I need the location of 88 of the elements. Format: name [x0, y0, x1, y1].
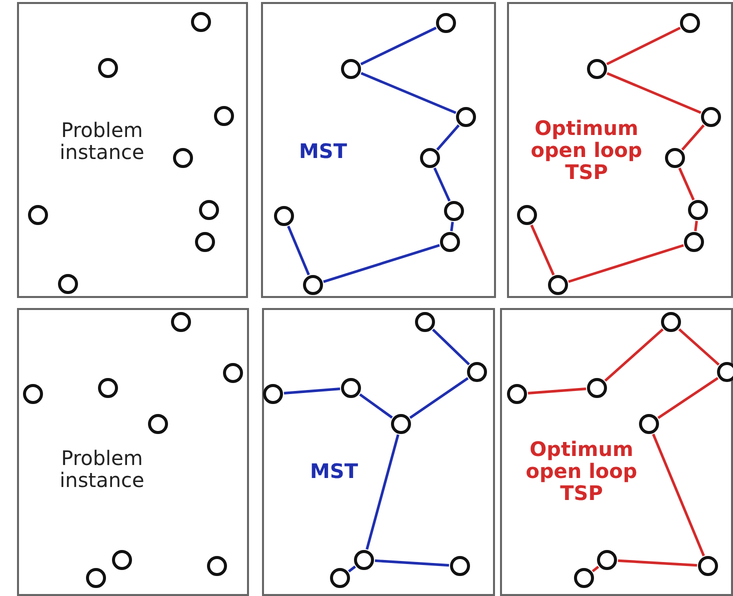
panel	[17, 2, 248, 298]
panel-label: MST	[309, 460, 359, 482]
tour-edge	[678, 168, 695, 200]
panel	[261, 2, 496, 298]
point-circle	[195, 232, 215, 252]
point-circle	[467, 362, 487, 382]
tour-edge	[433, 167, 451, 202]
point-circle	[597, 550, 617, 570]
tour-edge	[657, 377, 719, 419]
tour-edge	[592, 566, 600, 572]
point-circle	[28, 205, 48, 225]
panel-label: Optimum open loop TSP	[524, 438, 638, 504]
panel-label: Problem instance	[58, 447, 146, 491]
tour-edge	[374, 559, 450, 567]
tour-edge	[348, 566, 356, 572]
point-circle	[98, 58, 118, 78]
point-circle	[639, 414, 659, 434]
tour-edge	[284, 388, 340, 394]
panel-label: Optimum open loop TSP	[530, 117, 644, 183]
panel	[262, 308, 495, 596]
panel	[507, 2, 733, 298]
tour-edge	[604, 328, 664, 382]
point-circle	[684, 232, 704, 252]
tour-edge	[652, 434, 705, 556]
point-circle	[680, 13, 700, 33]
point-circle	[191, 12, 211, 32]
point-circle	[517, 205, 537, 225]
tour-edge	[409, 377, 469, 419]
point-circle	[98, 378, 118, 398]
point-circle	[450, 556, 470, 576]
point-circle	[341, 378, 361, 398]
point-circle	[173, 148, 193, 168]
point-circle	[548, 275, 568, 295]
point-circle	[440, 232, 460, 252]
point-circle	[436, 13, 456, 33]
point-circle	[444, 201, 464, 221]
point-circle	[701, 107, 721, 127]
tour-edge	[528, 388, 586, 394]
tour-edge	[360, 26, 437, 66]
panel-label: MST	[298, 140, 348, 162]
tour-edge	[436, 124, 460, 151]
tour-edge	[606, 26, 681, 66]
point-circle	[688, 200, 708, 220]
point-circle	[665, 148, 685, 168]
tour-edge	[530, 224, 555, 276]
tour-edge	[618, 559, 698, 567]
point-circle	[171, 312, 191, 332]
point-circle	[415, 312, 435, 332]
point-circle	[274, 206, 294, 226]
tour-edge	[359, 393, 393, 419]
tour-edge	[678, 328, 720, 366]
point-circle	[148, 414, 168, 434]
tour-edge	[366, 434, 400, 550]
tour-edge	[568, 244, 684, 283]
point-circle	[391, 414, 411, 434]
point-circle	[574, 568, 594, 588]
point-circle	[661, 312, 681, 332]
point-circle	[587, 59, 607, 79]
point-circle	[263, 384, 283, 404]
panel	[17, 308, 249, 596]
point-circle	[86, 568, 106, 588]
point-circle	[330, 568, 350, 588]
point-circle	[507, 384, 527, 404]
point-circle	[420, 148, 440, 168]
point-circle	[214, 106, 234, 126]
point-circle	[717, 362, 733, 382]
panel	[500, 308, 733, 596]
point-circle	[23, 384, 43, 404]
point-circle	[698, 556, 718, 576]
point-circle	[341, 59, 361, 79]
tour-edge	[323, 244, 440, 283]
point-circle	[58, 274, 78, 294]
tour-edge	[681, 124, 705, 151]
point-circle	[207, 556, 227, 576]
tour-edge	[432, 328, 470, 366]
point-circle	[456, 107, 476, 127]
tour-edge	[606, 72, 702, 114]
point-circle	[303, 275, 323, 295]
tour-edge	[694, 220, 698, 232]
tour-edge	[360, 72, 456, 114]
tour-edge	[287, 226, 310, 276]
point-circle	[587, 378, 607, 398]
tour-edge	[450, 222, 454, 232]
point-circle	[112, 550, 132, 570]
point-circle	[223, 363, 243, 383]
point-circle	[354, 550, 374, 570]
panel-label: Problem instance	[58, 119, 146, 163]
point-circle	[199, 200, 219, 220]
